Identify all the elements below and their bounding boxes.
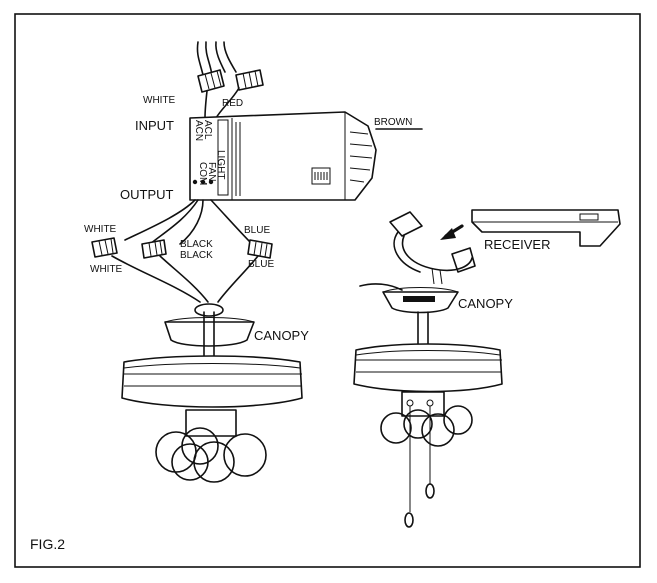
terminal-labels-output: LIGHT FAN COM [197,150,226,185]
pull-chain-fob-2 [425,483,435,499]
bulb-r3 [421,413,455,447]
wire-nut-blue [247,239,273,259]
canopy-right [382,287,459,347]
wire-nut-black [141,239,167,259]
fan-white-wire [111,255,201,303]
label-canopy-right: CANOPY [458,296,513,311]
bulb-3 [193,441,235,483]
left-assembly: WHITE RED INPUT BROWN ACL ACN LIGH [84,41,423,483]
label-blue-2: BLUE [248,259,274,270]
output-wire-fan [179,199,204,245]
supply-wire-1 [196,41,204,76]
terminal-com: COM [197,162,208,185]
terminal-labels-input: ACL ACN [193,120,213,141]
label-white-top: WHITE [143,95,176,106]
figure-label: FIG.2 [30,536,65,552]
terminal-acl: ACL [202,120,213,140]
label-white-1: WHITE [84,224,117,235]
fan-blue-wire [217,255,259,303]
insert-arrow-icon [440,224,464,240]
label-output: OUTPUT [120,187,174,202]
label-canopy-left: CANOPY [254,328,309,343]
label-brown-text: BROWN [374,117,412,128]
label-receiver: RECEIVER [484,237,550,252]
bulb-5 [171,443,209,481]
bulb-r1 [380,412,412,444]
label-white-2: WHITE [90,264,123,275]
terminal-acn: ACN [193,120,204,141]
right-assembly: RECEIVER CANOPY [353,209,621,528]
label-black-2: BLACK [180,250,213,261]
output-wire-com-2 [149,199,199,245]
label-black-1: BLACK [180,239,213,250]
receiver-module-side [471,209,621,247]
bulb-r4 [443,405,473,435]
light-kit-left [155,409,267,483]
terminal-fan: FAN [206,162,217,181]
red-input-wire [215,87,240,119]
wire-nut-top-left [197,69,225,93]
output-wire-com-1 [124,199,196,241]
motor-housing-right [353,343,503,393]
motor-housing-left [121,355,303,408]
dip-switch [311,167,331,185]
pull-chains [409,406,431,512]
wire-nut-white [91,237,118,258]
output-wire-light [210,199,253,245]
figure-border [14,13,641,568]
fan-black-wire [159,255,209,303]
bulb-r2 [403,409,433,439]
bulb-4 [223,433,267,477]
label-input: INPUT [135,118,174,133]
mounting-bracket [389,211,476,285]
canopy-left [164,303,255,359]
receiver-module [189,111,377,201]
supply-wire-3 [215,41,226,73]
label-red: RED [222,98,243,109]
label-blue-1: BLUE [244,225,270,236]
light-kit-right [380,391,473,447]
white-input-wire [204,90,208,119]
supply-wire-4 [223,41,237,73]
supply-wire-2 [205,41,213,76]
wire-nut-top-right [235,69,264,91]
pull-chain-fob-1 [404,512,414,528]
terminal-light: LIGHT [215,150,226,179]
